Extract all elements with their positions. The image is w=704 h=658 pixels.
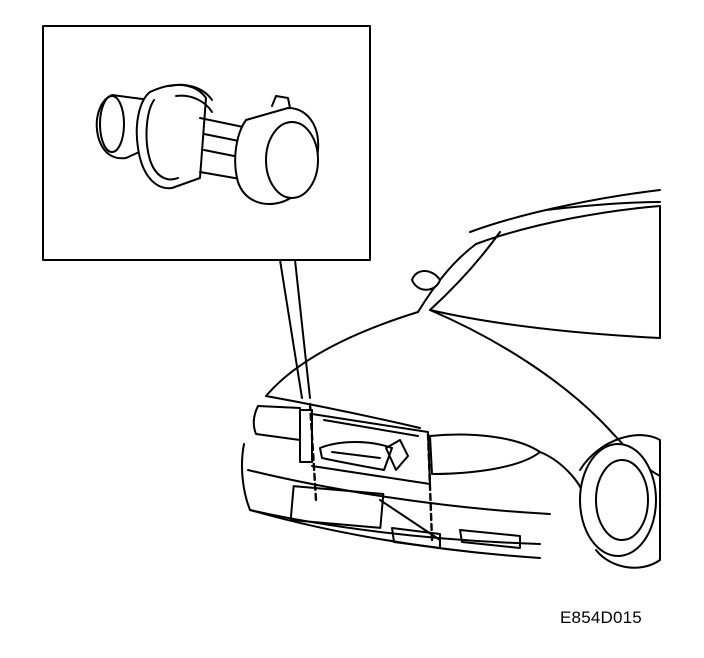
- car-body: [241, 189, 661, 569]
- inset-frame: [42, 25, 371, 261]
- figure-code-label: E854D015: [560, 608, 642, 627]
- bulb-socket-detail: [95, 83, 320, 205]
- callout-leader: [279, 259, 311, 399]
